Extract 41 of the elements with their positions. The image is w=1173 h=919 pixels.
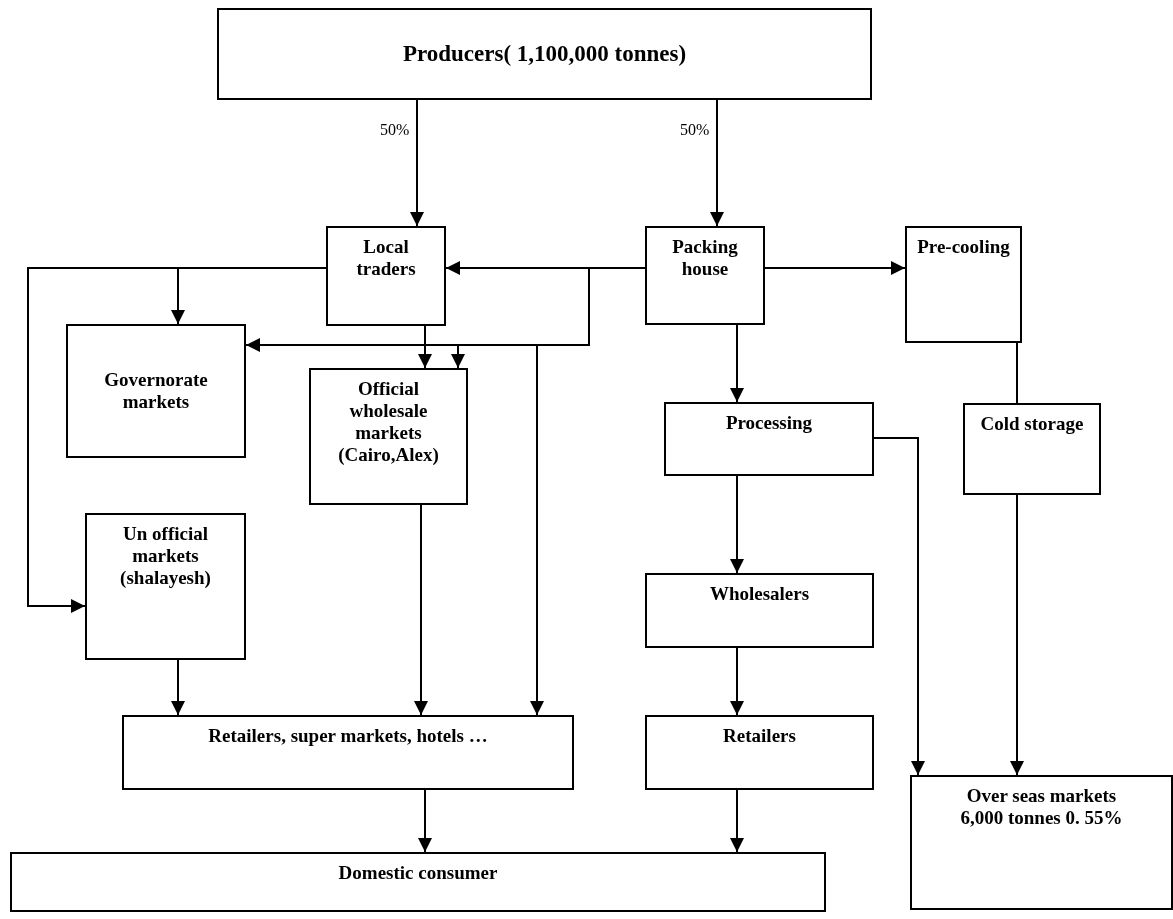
arrow xyxy=(414,504,428,716)
process-box xyxy=(122,715,574,790)
process-box xyxy=(326,226,446,326)
process-box xyxy=(645,226,765,325)
box-label: Processing xyxy=(725,412,813,434)
arrow xyxy=(410,99,424,227)
box-label: Wholesalers xyxy=(709,583,810,605)
process-box xyxy=(309,368,468,505)
process-box xyxy=(85,513,246,660)
process-box xyxy=(10,852,826,912)
arrow xyxy=(730,647,744,716)
box-label: Pre-cooling xyxy=(917,236,1010,258)
process-box xyxy=(645,715,874,790)
box-label: Official wholesale markets (Cairo,Alex) xyxy=(337,378,440,466)
process-box xyxy=(910,775,1173,910)
arrow xyxy=(730,324,744,403)
box-label: Over seas markets 6,000 tonnes 0. 55% xyxy=(959,785,1124,829)
box-label: Producers( 1,100,000 tonnes) xyxy=(402,40,687,68)
box-label: Cold storage xyxy=(980,413,1084,435)
process-box xyxy=(905,226,1022,343)
process-box xyxy=(66,324,246,458)
arrow xyxy=(171,659,185,716)
process-box xyxy=(645,573,874,648)
box-label: Domestic consumer xyxy=(338,862,498,884)
box-label: Local traders xyxy=(355,236,417,280)
process-box xyxy=(664,402,874,476)
arrow xyxy=(418,325,432,369)
box-label: Governorate markets xyxy=(103,369,209,413)
box-label: Retailers, super markets, hotels … xyxy=(208,725,488,747)
box-label: Un official markets (shalayesh) xyxy=(119,523,212,589)
arrow xyxy=(1010,494,1024,776)
process-box xyxy=(217,8,872,100)
process-box xyxy=(963,403,1101,495)
box-label: Retailers xyxy=(723,725,796,747)
arrow xyxy=(710,99,724,227)
box-label: Packing house xyxy=(671,236,739,280)
arrow xyxy=(730,789,744,853)
arrow xyxy=(730,475,744,574)
arrow xyxy=(764,261,906,275)
arrow xyxy=(873,437,925,776)
arrow xyxy=(418,789,432,853)
